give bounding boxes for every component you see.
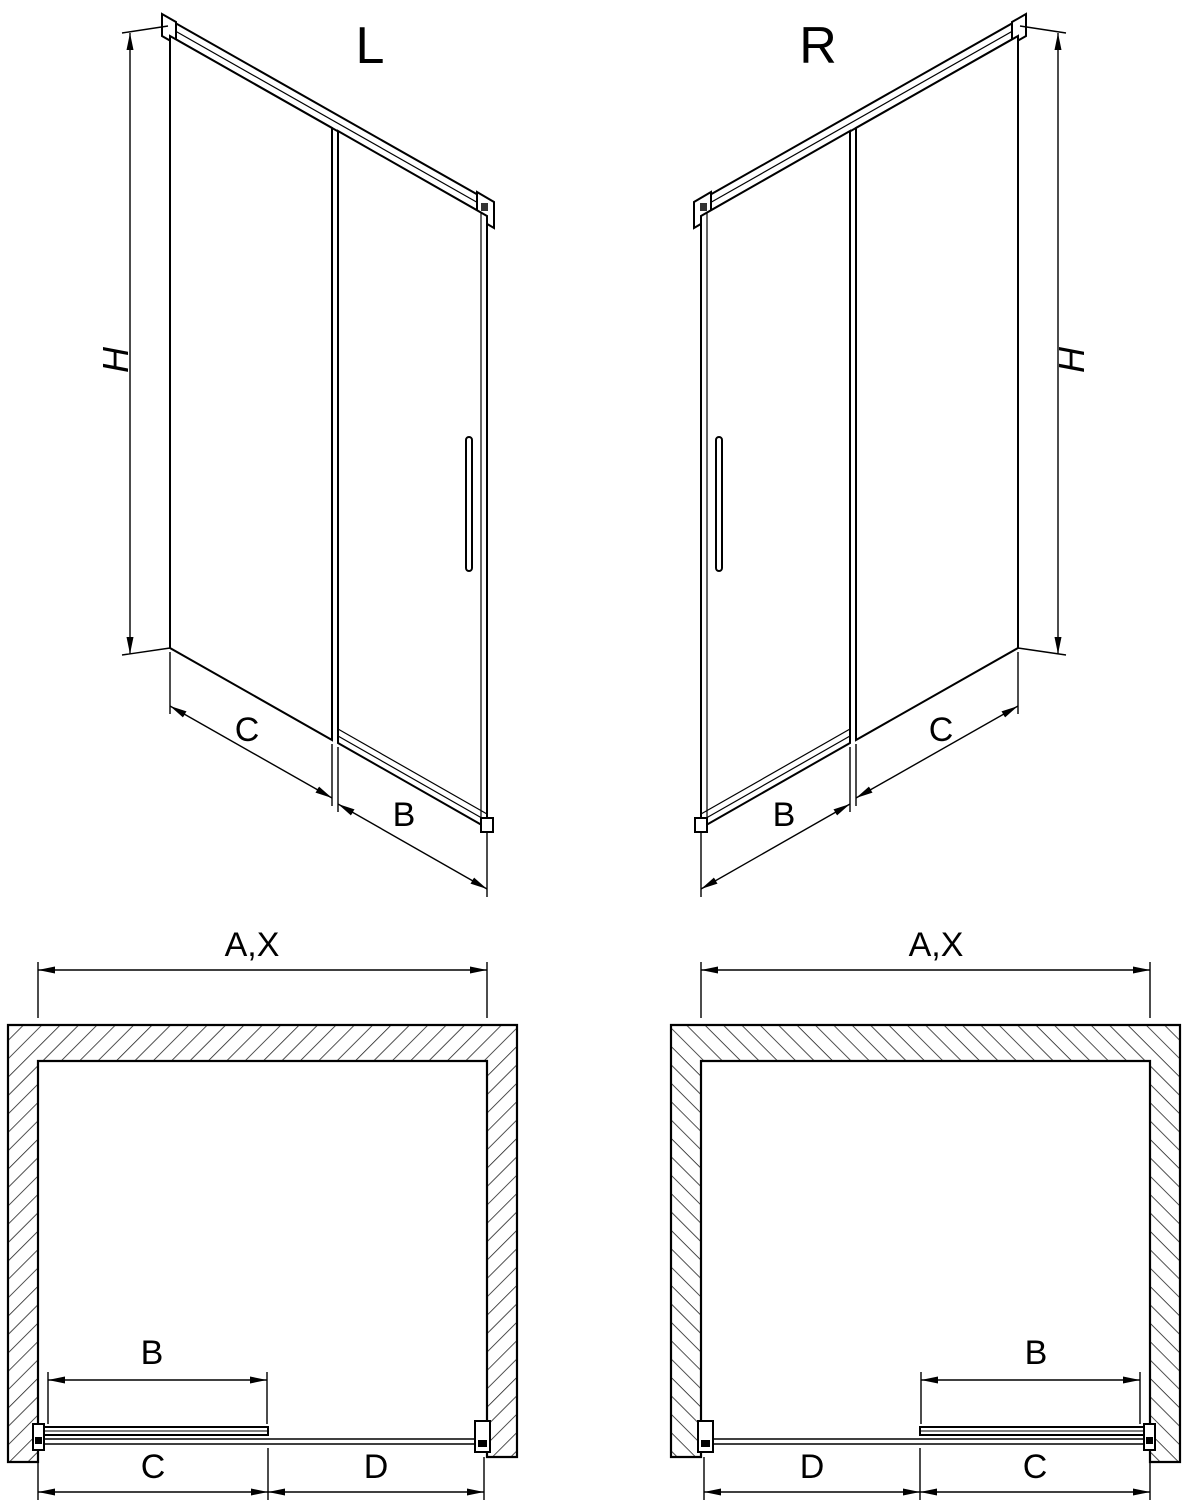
plan-geometry-left — [8, 962, 517, 1500]
dim-label-d-plan-left: D — [364, 1448, 389, 1486]
dim-label-d-plan-right: D — [800, 1448, 825, 1486]
dim-label-b-left: B — [393, 796, 416, 834]
dim-label-h-left: H — [95, 346, 136, 373]
dim-label-c-left: C — [235, 711, 260, 749]
dim-label-c-plan-right: C — [1023, 1448, 1048, 1486]
dim-label-h-right: H — [1051, 346, 1092, 373]
dim-label-ax-left: A,X — [225, 926, 280, 964]
iso-geometry-left — [122, 14, 494, 897]
variant-label-left: L — [356, 17, 385, 75]
dim-label-b-right: B — [773, 796, 796, 834]
plan-view-right: A,X B C D — [671, 926, 1180, 1500]
iso-view-right: R H C B — [694, 14, 1092, 897]
iso-view-left: L H C B — [95, 14, 494, 897]
dim-label-ax-right: A,X — [909, 926, 964, 964]
iso-geometry-right — [694, 14, 1066, 897]
plan-view-left: A,X B C D — [8, 926, 517, 1500]
dim-label-b-plan-left: B — [141, 1334, 164, 1372]
plan-geometry-right — [671, 962, 1180, 1500]
dim-label-c-right: C — [929, 711, 954, 749]
dim-label-c-plan-left: C — [141, 1448, 166, 1486]
variant-label-right: R — [799, 17, 837, 75]
dim-label-b-plan-right: B — [1025, 1334, 1048, 1372]
